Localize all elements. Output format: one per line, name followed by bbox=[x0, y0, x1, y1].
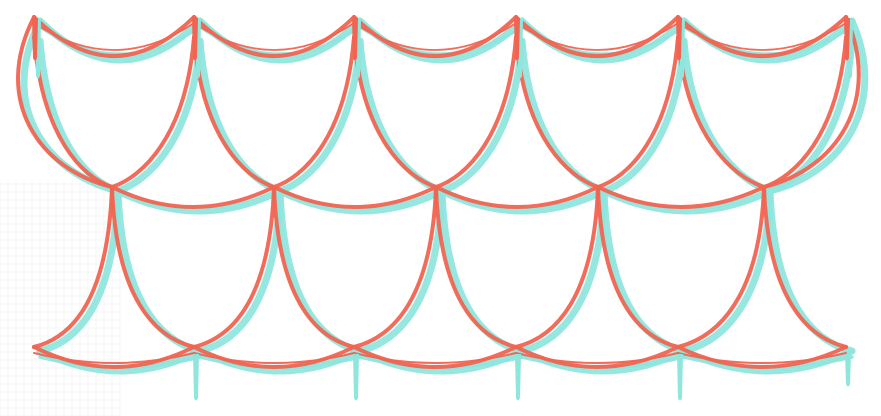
cyan-lower-cusp-left bbox=[196, 187, 284, 355]
red-bottom-swag-inner bbox=[193, 352, 355, 364]
cyan-lower-cusp-left bbox=[356, 187, 446, 355]
bottom-pendant bbox=[845, 354, 851, 387]
red-mid-swag bbox=[110, 185, 276, 209]
top-pendant-red bbox=[352, 18, 358, 61]
red-bottom-swag bbox=[32, 345, 196, 369]
red-lower-cusp-left bbox=[192, 185, 276, 349]
red-mid-swag bbox=[434, 185, 600, 209]
top-pendant-red bbox=[676, 18, 682, 61]
red-bottom-swag bbox=[514, 345, 680, 369]
red-ribbon-layer bbox=[16, 15, 861, 369]
cyan-lower-cusp-left bbox=[518, 187, 608, 355]
bottom-pendant bbox=[193, 354, 199, 401]
drip-pendant-layer bbox=[32, 18, 853, 401]
red-top-scallop-inner bbox=[33, 22, 195, 51]
cyan-right-loop bbox=[766, 17, 869, 195]
red-lower-cusp-left bbox=[514, 185, 600, 349]
red-cusp-left bbox=[596, 35, 680, 189]
bottom-pendant bbox=[353, 354, 359, 401]
cyan-cusp-left bbox=[438, 37, 526, 195]
red-lower-cusp-left bbox=[676, 185, 766, 349]
red-left-loop bbox=[16, 15, 114, 189]
red-mid-swag bbox=[272, 185, 438, 209]
red-right-loop bbox=[762, 15, 861, 189]
faint-background-grid bbox=[0, 180, 121, 416]
top-pendant-red bbox=[844, 18, 850, 61]
red-cusp-left bbox=[110, 35, 196, 189]
red-bottom-swag bbox=[676, 345, 848, 369]
red-lower-cusp-right bbox=[434, 185, 518, 349]
red-lower-cusp-left bbox=[32, 185, 114, 349]
cyan-lower-cusp-left bbox=[680, 187, 774, 355]
red-lower-cusp-right bbox=[596, 185, 680, 349]
red-cusp-left bbox=[434, 35, 518, 189]
red-top-scallop-inner bbox=[353, 22, 517, 51]
red-bottom-swag-inner bbox=[677, 352, 847, 364]
bottom-pendant bbox=[515, 354, 521, 401]
top-pendant-red bbox=[192, 18, 198, 61]
red-bottom-swag-inner bbox=[353, 352, 517, 364]
top-pendant-red bbox=[514, 18, 520, 61]
red-bottom-swag bbox=[192, 345, 356, 369]
red-bottom-swag-inner bbox=[33, 352, 195, 364]
cyan-lower-cusp-left bbox=[36, 187, 122, 355]
top-pendant-red bbox=[32, 18, 38, 61]
red-lower-cusp-left bbox=[352, 185, 438, 349]
red-top-scallop-inner bbox=[515, 22, 679, 51]
red-lower-cusp-right bbox=[272, 185, 356, 349]
cyan-cusp-left bbox=[766, 37, 856, 195]
cyan-cusp-left bbox=[600, 37, 688, 195]
red-bottom-swag-inner bbox=[515, 352, 679, 364]
cyan-cusp-left bbox=[276, 37, 364, 195]
red-cusp-left bbox=[272, 35, 356, 189]
red-top-scallop-inner bbox=[193, 22, 355, 51]
red-mid-swag bbox=[596, 185, 766, 209]
bottom-pendant bbox=[677, 354, 683, 401]
red-lower-cusp-right bbox=[110, 185, 196, 349]
red-top-scallop-inner bbox=[677, 22, 847, 51]
red-bottom-swag bbox=[352, 345, 518, 369]
cyan-cusp-left bbox=[114, 37, 204, 195]
red-lower-cusp-right bbox=[762, 185, 848, 349]
